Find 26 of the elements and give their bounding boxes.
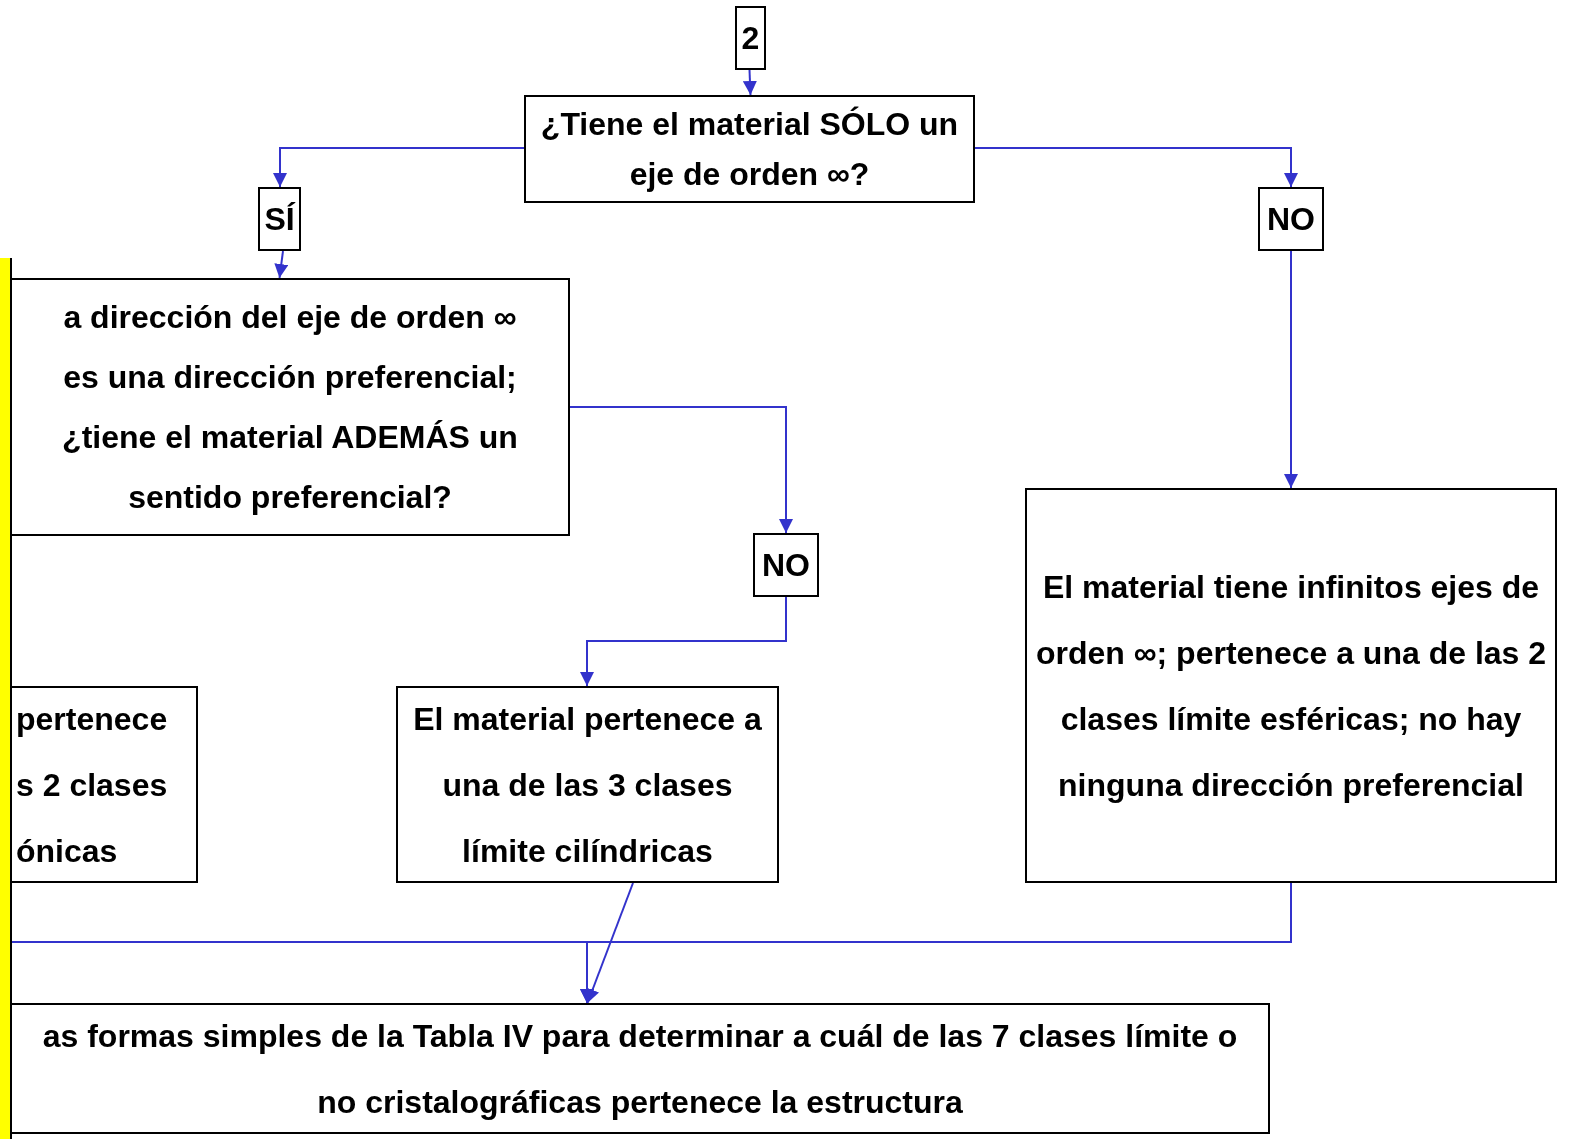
arrow (585, 882, 634, 1004)
arrow (569, 406, 793, 534)
process-box (524, 95, 975, 203)
answer-box (753, 533, 819, 597)
answer-box (258, 187, 301, 251)
node-text: NO (762, 546, 810, 585)
arrow (274, 250, 289, 279)
arrow (273, 147, 525, 188)
arrow (11, 941, 594, 1004)
node-text: 2 (741, 19, 760, 58)
answer-box (1258, 187, 1324, 251)
arrow (742, 69, 757, 96)
node-text: El material pertenece a una de las 3 clases límite cilíndricas (412, 699, 763, 871)
node-text: SÍ (264, 200, 295, 239)
arrow (1284, 250, 1298, 489)
node-text: pertenece s 2 clases ónicas (16, 699, 169, 871)
arrow (580, 596, 787, 687)
node-text: El material tiene infinitos ejes de orden ∞; pertenece a una de las 2 clases límite esféricas; no hay ninguna dirección preferencial (1034, 567, 1548, 805)
process-box (1025, 488, 1557, 883)
node-text: as formas simples de la Tabla IV para determinar a cuál de las 7 clases límite o no cristalográficas pertenece la estructura (41, 1016, 1239, 1122)
node-text: a dirección del eje de orden ∞ es una dirección preferencial; ¿tiene el material ADEMÁS un sentido preferencial? (61, 298, 519, 517)
node-text: NO (1267, 200, 1315, 239)
process-box (396, 686, 779, 883)
node-text: ¿Tiene el material SÓLO un eje de orden ∞? (539, 105, 960, 194)
answer-box (735, 6, 766, 70)
arrow (974, 147, 1298, 188)
